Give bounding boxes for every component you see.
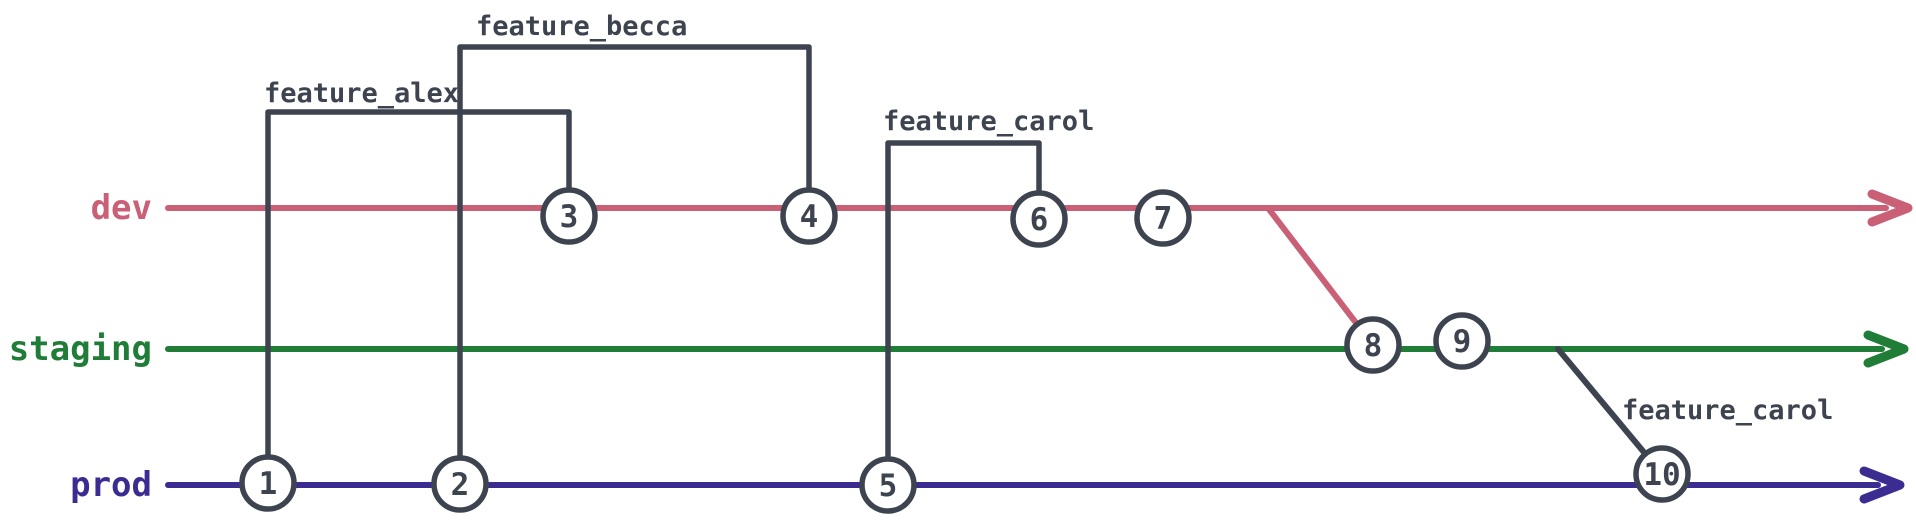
feature-carol-bracket <box>885 140 1042 462</box>
commit-number-3: 3 <box>560 199 579 235</box>
commit-circle-5 <box>859 456 917 514</box>
branch-arrow-icon-staging <box>1863 330 1909 368</box>
commit-circle-9 <box>1433 312 1491 370</box>
commit-circle-10 <box>1633 445 1691 503</box>
commit-number-2: 2 <box>451 467 470 503</box>
commit-number-1: 1 <box>259 466 278 502</box>
branch-label-prod: prod <box>70 465 152 505</box>
merge-dev-into-staging <box>1265 205 1376 348</box>
commit-circle-8 <box>1344 316 1402 374</box>
branch-label-dev: dev <box>91 188 152 228</box>
branch-arrow-icon-prod <box>1859 466 1905 504</box>
commit-number-8: 8 <box>1364 328 1383 364</box>
commit-number-6: 6 <box>1030 202 1049 238</box>
branch-staging-to-prod-label: feature_carol <box>1622 395 1833 426</box>
feature-becca-bracket <box>457 44 812 461</box>
commit-number-7: 7 <box>1154 201 1173 237</box>
feature-carol-bracket-label: feature_carol <box>883 106 1094 137</box>
commit-circle-7 <box>1134 189 1192 247</box>
commit-circle-6 <box>1010 190 1068 248</box>
commit-number-10: 10 <box>1643 457 1680 493</box>
commit-circle-2 <box>431 455 489 513</box>
branch-label-staging: staging <box>9 329 152 369</box>
commit-circle-1 <box>239 454 297 512</box>
feature-becca-bracket-label: feature_becca <box>476 11 687 42</box>
commit-number-5: 5 <box>879 468 898 504</box>
commit-circle-3 <box>540 187 598 245</box>
commit-number-9: 9 <box>1453 324 1472 360</box>
branch-arrow-icon-dev <box>1867 189 1913 227</box>
feature-alex-bracket <box>265 109 572 460</box>
feature-alex-bracket-label: feature_alex <box>264 78 459 109</box>
commit-number-4: 4 <box>800 199 819 235</box>
commit-circle-4 <box>780 187 838 245</box>
